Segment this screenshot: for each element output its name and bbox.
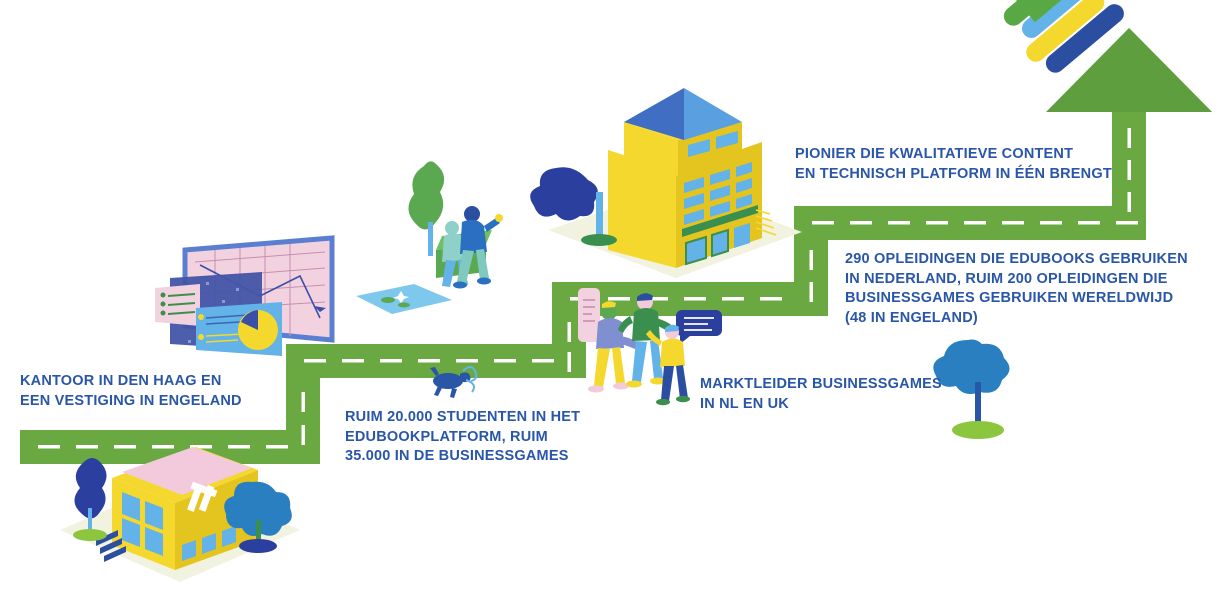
- label-pioneer-statement: PIONIER DIE KWALITATIEVE CONTENT EN TECH…: [795, 146, 1112, 182]
- label-office-location: KANTOOR IN DEN HAAG EN EEN VESTIGING IN …: [20, 373, 242, 409]
- label-market-leader: MARKTLEIDER BUSINESSGAMES IN NL EN UK: [700, 376, 942, 412]
- people-standing-group: [578, 288, 722, 406]
- people-on-bench: [408, 161, 503, 289]
- label-programs-count: 290 OPLEIDINGEN DIE EDUBOOKS GEBRUIKEN I…: [845, 251, 1188, 326]
- road-dashes: [38, 128, 1138, 449]
- dog: [430, 366, 478, 398]
- tree-blue-right: [933, 339, 1010, 439]
- pond: [356, 284, 452, 314]
- office-building-tall: [530, 88, 802, 278]
- analytics-dashboard: [155, 235, 335, 356]
- office-building-low: [60, 447, 300, 582]
- book-stack-arrow: [1003, 0, 1124, 73]
- label-student-counts: RUIM 20.000 STUDENTEN IN HET EDUBOOKPLAT…: [345, 409, 581, 465]
